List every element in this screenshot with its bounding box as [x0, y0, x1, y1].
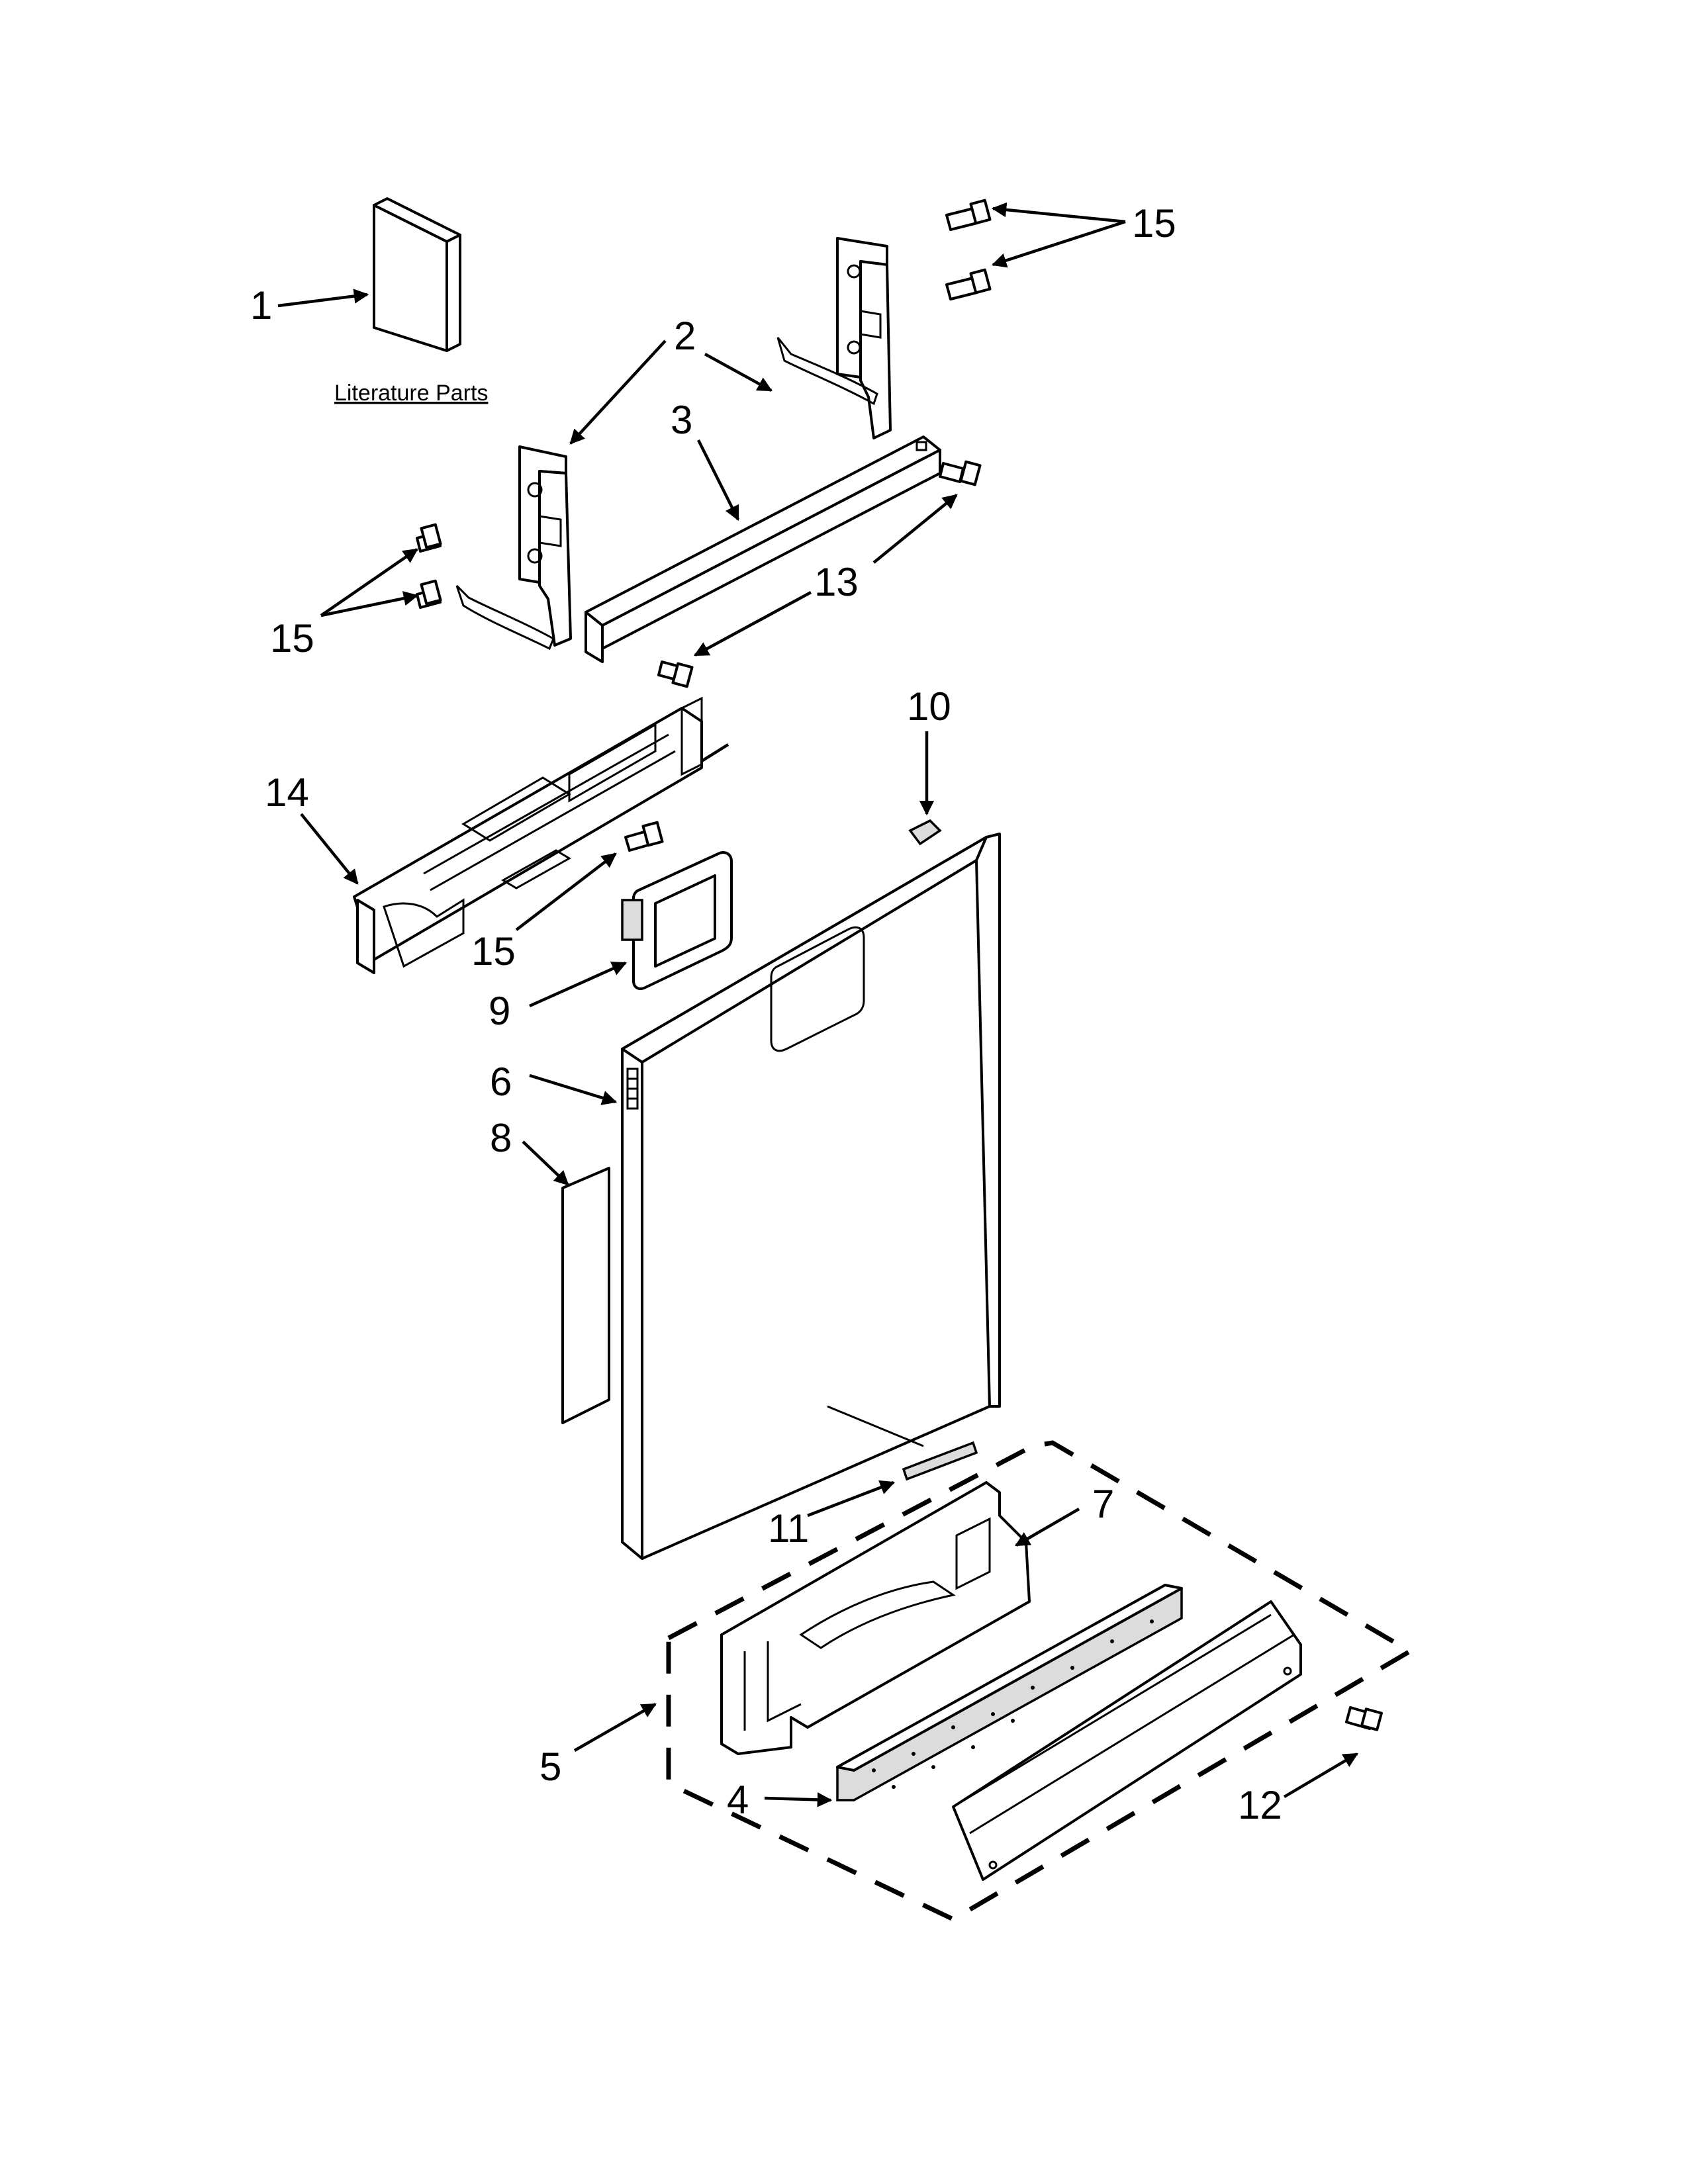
callout-15-mid: 15	[471, 929, 516, 974]
toe-panel-screw	[1345, 1706, 1383, 1731]
callout-5: 5	[539, 1745, 561, 1789]
leader-13b	[694, 591, 812, 657]
leader-3	[696, 439, 740, 522]
hinge-bracket-right	[776, 237, 892, 439]
screw-left-1	[416, 523, 442, 553]
leader-6	[529, 1073, 618, 1105]
leader-1	[277, 289, 369, 308]
leader-15-top-a	[991, 202, 1126, 224]
insulation-block	[720, 1481, 1031, 1755]
leader-4	[764, 1792, 833, 1807]
screw-console	[624, 821, 664, 852]
toe-panel	[952, 1600, 1302, 1881]
door-rail	[585, 435, 941, 663]
screw-rail-right	[939, 460, 982, 486]
callout-9: 9	[489, 989, 510, 1033]
leader-15-left-a	[320, 548, 418, 617]
leader-15-mid	[515, 852, 617, 931]
door-handle	[621, 851, 733, 990]
literature-parts-label: Literature Parts	[334, 381, 488, 406]
leader-2a	[569, 340, 667, 445]
leader-7	[1015, 1508, 1080, 1547]
door-clip	[908, 819, 942, 846]
leader-2b	[704, 353, 773, 392]
callout-10: 10	[907, 684, 951, 729]
door-gasket	[561, 1167, 610, 1424]
logo-badge	[902, 1441, 978, 1481]
callout-15-top: 15	[1132, 201, 1176, 246]
foam-strip	[836, 1584, 1183, 1801]
callout-7: 7	[1092, 1482, 1114, 1526]
callout-15-left: 15	[270, 616, 314, 660]
leader-15-left-b	[320, 591, 419, 617]
leader-5	[573, 1703, 657, 1752]
callout-6: 6	[490, 1060, 512, 1104]
leader-14	[300, 813, 359, 885]
hinge-bracket-left	[455, 445, 572, 651]
leader-9	[529, 961, 628, 1008]
outer-door-panel	[621, 833, 1001, 1560]
leader-8	[522, 1140, 569, 1186]
screw-left-2	[416, 579, 442, 609]
callout-13: 13	[814, 560, 859, 604]
screw-top-2	[945, 268, 992, 300]
leader-11	[807, 1480, 896, 1518]
callout-12: 12	[1238, 1783, 1282, 1827]
control-console	[353, 696, 729, 974]
literature-booklet	[373, 197, 461, 352]
leader-12	[1283, 1752, 1358, 1798]
screw-top-1	[945, 199, 992, 231]
callout-2: 2	[674, 314, 696, 358]
callout-3: 3	[671, 398, 692, 442]
callout-1: 1	[250, 283, 272, 328]
callout-14: 14	[265, 770, 309, 815]
callout-4: 4	[727, 1778, 749, 1822]
leader-13a	[872, 494, 958, 564]
callout-11: 11	[768, 1506, 809, 1551]
callout-8: 8	[490, 1116, 512, 1160]
leader-15-top-b	[991, 220, 1126, 268]
screw-rail-bottom	[657, 660, 694, 688]
